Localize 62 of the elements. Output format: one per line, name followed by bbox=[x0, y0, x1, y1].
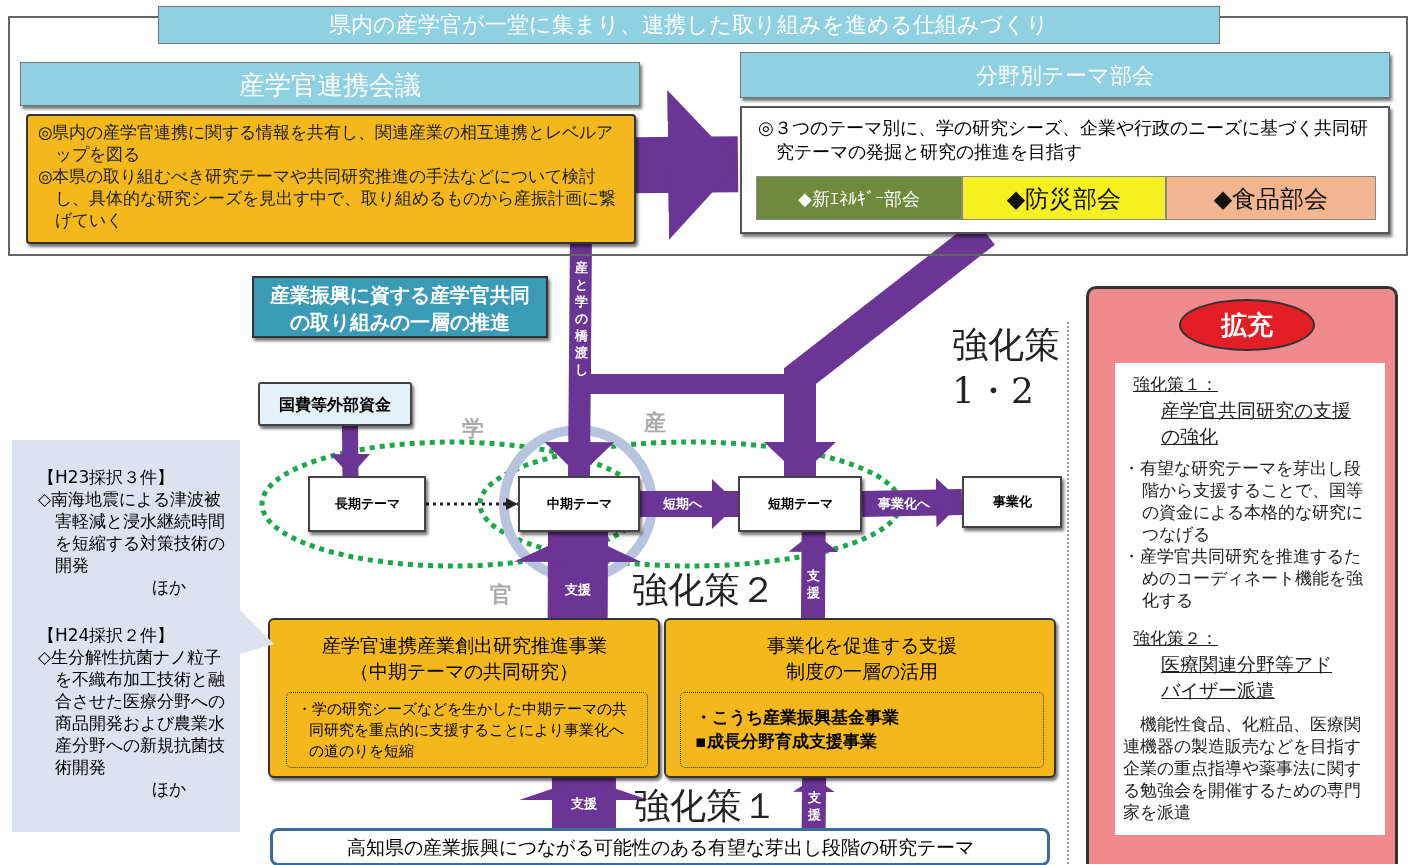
arrow bbox=[513, 531, 642, 619]
arrow bbox=[861, 477, 963, 528]
edge-label: 事業化へ bbox=[877, 495, 931, 513]
paragraph: ◎県内の産学官連携に関する情報を共有し、関連産業の相互連携とレベルアップを図る bbox=[38, 122, 615, 166]
annotation-text: 強化策２ bbox=[632, 568, 776, 612]
tab-label: ◆防災部会 bbox=[962, 176, 1166, 220]
info-text: ・産学官共同研究を推進するためのコーディネート機能を強化する bbox=[1123, 545, 1364, 611]
annotation-text: 強化策1・2 bbox=[952, 323, 1061, 413]
info-text: 産学官共同研究の支援の強化 bbox=[1161, 398, 1352, 449]
axis-label: 産 bbox=[644, 409, 666, 437]
badge-ellipse: 拡充 bbox=[1179, 299, 1315, 351]
edge-label: 支援 bbox=[805, 566, 821, 602]
header-band: 産学官連携会議 bbox=[20, 62, 640, 106]
callout-text: ほか bbox=[151, 778, 187, 800]
arrow bbox=[519, 777, 649, 829]
list-item: ・こうち産業振興基金事業 bbox=[695, 706, 900, 729]
callout-text: 【H23採択３件】 bbox=[38, 466, 176, 488]
theme-bar: 高知県の産業振興につながる可能性のある有望な芽出し段階の研究テーマ bbox=[270, 828, 1050, 865]
info-box bbox=[26, 114, 636, 244]
theme-box: 中期テーマ bbox=[518, 476, 640, 532]
callout-text: ◇南海地震による津波被害軽減と浸水継続時間を短縮する対策技術の開発 bbox=[38, 488, 226, 576]
edge-label: 短期へ bbox=[661, 495, 703, 513]
arrow bbox=[793, 777, 835, 829]
annotation-text: 強化策１ bbox=[634, 784, 778, 828]
header-band: 分野別テーマ部会 bbox=[740, 52, 1390, 98]
info-text: 機能性食品、化粧品、医療関連機器の製造販売などを目指す企業の重点指導や薬事法に関する勉強会を開催するための専門家を派遣 bbox=[1123, 713, 1362, 823]
callout-box bbox=[12, 440, 274, 832]
panel-background bbox=[1086, 286, 1398, 864]
callout-text: ほか bbox=[151, 576, 187, 598]
box-heading: 事業化を促進する支援制度の一層の活用 bbox=[766, 633, 958, 684]
info-box bbox=[740, 106, 1390, 234]
project-box bbox=[268, 618, 660, 778]
info-card bbox=[1115, 363, 1385, 835]
info-text: ・有望な研究テーマを芽出し段階から支援することで、国等の資金による本格的な研究につなげる bbox=[1123, 457, 1364, 545]
heading-box: 産業振興に資する産学官共同の取り組みの一層の推進 bbox=[252, 276, 548, 338]
edge-label: 支援 bbox=[570, 795, 598, 813]
dotted-arrow bbox=[426, 498, 518, 510]
info-text: 強化策２： bbox=[1133, 627, 1219, 649]
callout-text: 【H24採択２件】 bbox=[38, 624, 176, 646]
paragraph: ◎本県の取り組むべき研究テーマや共同研究推進の手法などについて検討し、具体的な研究シーズを見出す中で、取り組めるものから産振計画に繋げていく bbox=[38, 166, 617, 232]
result-box: 事業化 bbox=[962, 476, 1062, 528]
edge-label: 支援 bbox=[806, 788, 822, 824]
arrow bbox=[544, 241, 615, 477]
edge-label: 支援 bbox=[564, 581, 592, 599]
arrow bbox=[788, 531, 839, 619]
project-box bbox=[664, 618, 1056, 778]
tab-label: ◆新ｴﾈﾙｷﾞｰ部会 bbox=[756, 176, 962, 220]
edge-label: 産と学の橋渡し bbox=[573, 257, 589, 379]
info-text: 医療関連分野等アドバイザー派遣 bbox=[1161, 652, 1333, 703]
title-band: 県内の産学官が一堂に集まり、連携した取り組みを進める仕組みづくり bbox=[158, 6, 1220, 44]
axis-label: 官 bbox=[490, 581, 512, 609]
theme-box: 短期テーマ bbox=[738, 476, 862, 532]
theme-box: 長期テーマ bbox=[308, 476, 426, 532]
info-text: 強化策１： bbox=[1133, 373, 1219, 395]
arrow bbox=[330, 425, 371, 477]
callout-text: ◇生分解性抗菌ナノ粒子を不織布加工技術と融合させた医療分野への商品開発および農業水産分野への新規抗菌技術開発 bbox=[38, 646, 226, 778]
axis-label: 学 bbox=[462, 415, 484, 443]
list-item: ▪成長分野育成支援事業 bbox=[695, 730, 878, 753]
tab-label: ◆食品部会 bbox=[1166, 176, 1376, 220]
description-text: ◎３つのテーマ別に、学の研究シーズ、企業や行政のニーズに基づく共同研究テーマの発掘と研究の推進を目指す bbox=[758, 116, 1369, 164]
box-heading: 産学官連携産業創出研究推進事業（中期テーマの共同研究） bbox=[320, 633, 608, 684]
funding-box: 国費等外部資金 bbox=[258, 382, 412, 426]
